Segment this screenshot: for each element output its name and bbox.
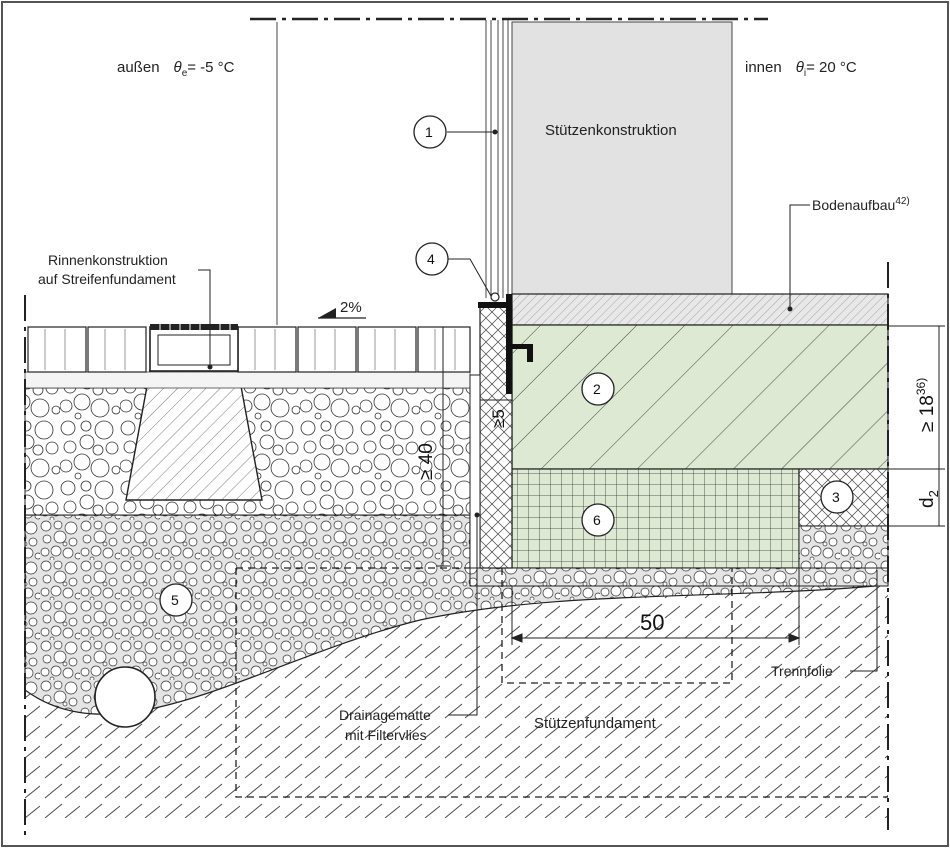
floor-label: Bodenaufbau42) [812,196,910,213]
svg-text:6: 6 [593,512,601,528]
marker-3: 3 [820,480,854,514]
floor-leader [789,204,810,309]
marker-5: 5 [159,583,193,617]
slope-label: 2% [340,299,362,316]
svg-text:2: 2 [593,381,601,397]
separation-foil-label: Trennfolie [771,663,833,679]
gravel-under-slab [469,567,889,587]
gutter [149,324,239,372]
insulation-layer-2 [511,324,889,470]
paving-stones [27,326,471,373]
column-construction [511,21,733,295]
marker-6: 6 [581,503,615,537]
dim-d2: d2 [917,490,941,508]
facade-panel [485,20,509,298]
dim-ge5: ≥5 [489,409,508,428]
separation-foil-leader [850,570,878,672]
dim-ge40: ≥ 40 [416,443,437,480]
drainage-mat [469,374,481,569]
drain-label-2: mit Filtervlies [345,727,427,743]
column-label: Stützenkonstruktion [545,122,677,139]
svg-text:3: 3 [832,489,840,505]
foundation-label: Stützenfundament [534,715,657,732]
slope-arrow [318,308,366,319]
gutter-leader [198,269,211,367]
dimension-18 [888,325,945,527]
strip-foundation [125,369,263,501]
drain-leader [448,515,478,716]
pad-outline [501,568,733,684]
dim-50: 50 [640,610,664,635]
svg-text:4: 4 [427,251,435,267]
floor-buildup [511,293,889,326]
paving-bed [24,371,471,389]
svg-text:1: 1 [425,124,433,140]
drainage-pipe [94,666,156,728]
gutter-label-2: auf Streifenfundament [38,271,176,287]
marker-1: 1 [413,115,498,149]
dimension-40 [436,326,450,567]
base-profile [478,292,533,394]
marker-4: 4 [415,242,492,297]
natural-soil [25,585,888,818]
insulation-layer-6 [511,468,800,569]
svg-text:5: 5 [171,592,179,608]
gutter-label-1: Rinnenkonstruktion [48,252,168,268]
dimension-50 [510,568,801,645]
drain-label-1: Drainagematte [339,707,431,723]
marker-2: 2 [581,372,615,406]
dim-ge18: ≥ 1836) [914,378,938,432]
column-foundation-outline [235,567,888,798]
